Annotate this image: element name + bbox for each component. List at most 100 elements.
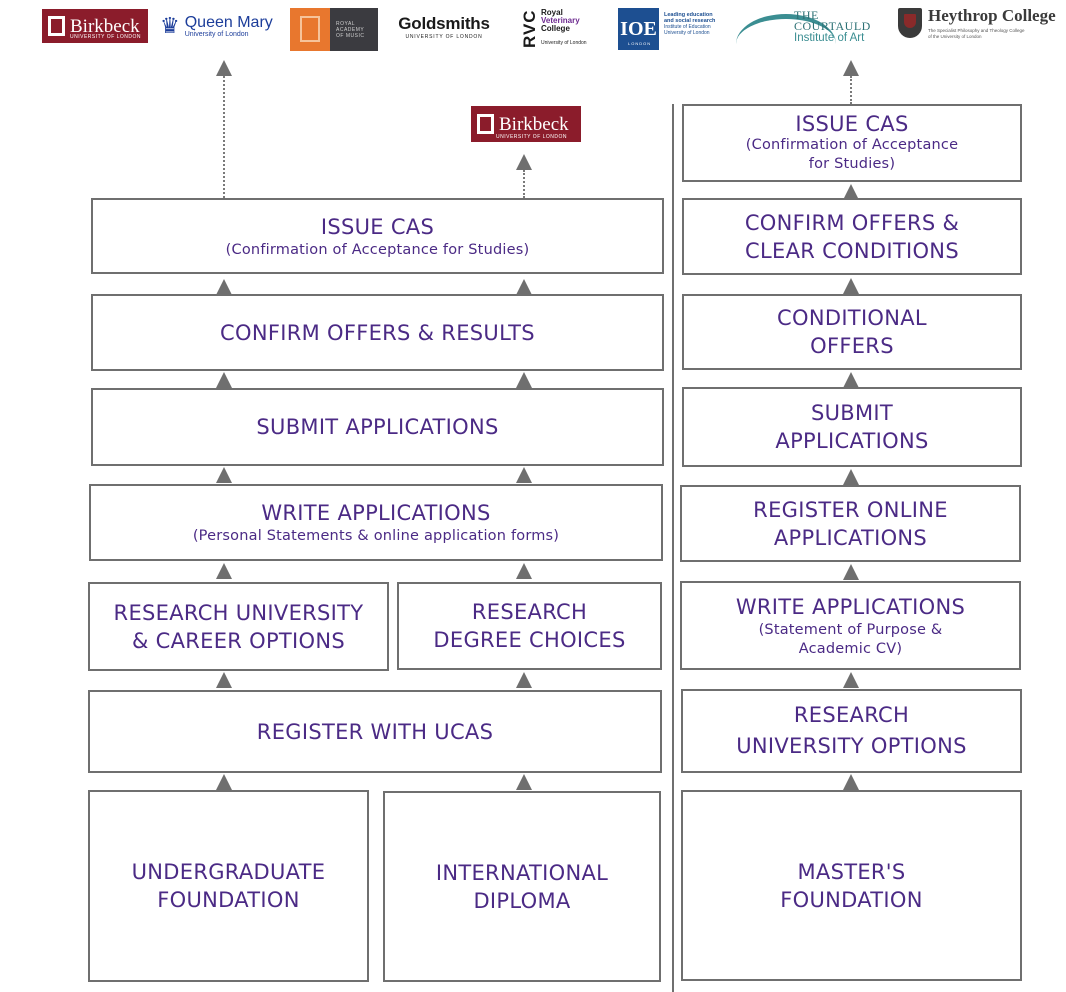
left-confirm-title: CONFIRM OFFERS & RESULTS [220, 320, 535, 345]
right-register-title: REGISTER ONLINE APPLICATIONS [753, 497, 948, 550]
heythrop-logo: Heythrop College The Specialist Philosop… [898, 6, 1066, 46]
birkbeck-logo: Birkbeck UNIVERSITY OF LONDON [42, 9, 148, 43]
right-confirm-box: CONFIRM OFFERS & CLEAR CONDITIONS [682, 198, 1022, 275]
right-write-box: WRITE APPLICATIONS (Statement of Purpose… [680, 581, 1021, 670]
left-intl-diploma-title: INTERNATIONAL DIPLOMA [435, 860, 609, 913]
right-research-box: RESEARCH UNIVERSITY OPTIONS [681, 689, 1022, 773]
arrow-up-icon [843, 372, 859, 388]
rvc-logo-line2: Veterinary [541, 16, 580, 25]
courtauld-arc-icon [736, 14, 836, 48]
arrow-up-icon [216, 672, 232, 688]
left-ug-foundation-title: UNDERGRADUATE FOUNDATION [131, 860, 326, 912]
left-write-box: WRITE APPLICATIONS (Personal Statements … [89, 484, 663, 561]
right-issue-cas-sub: (Confirmation of Acceptance for Studies) [745, 137, 959, 172]
right-confirm-title: CONFIRM OFFERS & CLEAR CONDITIONS [744, 210, 960, 263]
rvc-logo-line1: Royal [541, 8, 563, 17]
arrow-up-icon [843, 564, 859, 580]
arrow-up-icon [216, 563, 232, 579]
arrow-up-icon [516, 563, 532, 579]
left-research-degree-title: RESEARCH DEGREE CHOICES [433, 600, 626, 652]
left-research-uni-box: RESEARCH UNIVERSITY & CAREER OPTIONS [88, 582, 389, 671]
left-ug-foundation-box: UNDERGRADUATE FOUNDATION [88, 790, 369, 982]
courtauld-logo: THE COURTAULD Institute of Art [736, 8, 882, 48]
right-write-title: WRITE APPLICATIONS [735, 594, 966, 619]
rvc-logo-line3: College [541, 24, 570, 33]
courtauld-logo-line2: COURTAULD [794, 19, 871, 33]
right-masters-box: MASTER'S FOUNDATION [681, 790, 1022, 981]
dotted-connector [223, 76, 225, 198]
birkbeck-small-logo: Birkbeck UNIVERSITY OF LONDON [471, 106, 581, 142]
birkbeck-small-logo-sub: UNIVERSITY OF LONDON [496, 134, 568, 140]
dotted-connector [850, 76, 852, 104]
rvc-logo: RVC Royal Veterinary College University … [520, 4, 600, 50]
left-write-sub: (Personal Statements & online applicatio… [192, 528, 560, 544]
left-register-ucas-title: REGISTER WITH UCAS [256, 719, 494, 744]
birkbeck-logo-name: Birkbeck [70, 15, 140, 37]
arrow-up-icon [516, 467, 532, 483]
queen-mary-logo-name: Queen Mary [184, 13, 273, 31]
left-intl-diploma-box: INTERNATIONAL DIPLOMA [383, 791, 661, 982]
left-confirm-box: CONFIRM OFFERS & RESULTS [91, 294, 664, 371]
queen-mary-logo-sub: University of London [184, 30, 249, 38]
arrow-up-icon [516, 372, 532, 388]
ioe-logo-line5: LONDON [628, 41, 652, 46]
goldsmiths-logo-sub: UNIVERSITY OF LONDON [405, 34, 483, 40]
ioe-logo-line1: Leading education [664, 12, 713, 18]
rvc-logo-mark: RVC [520, 9, 539, 48]
arrow-up-icon [216, 60, 232, 76]
crown-icon: ♛ [160, 13, 180, 38]
arrow-up-icon [516, 279, 532, 295]
right-issue-cas-title: ISSUE CAS [795, 112, 909, 136]
goldsmiths-logo-name: Goldsmiths [398, 14, 490, 33]
right-submit-box: SUBMIT APPLICATIONS [682, 387, 1022, 467]
left-research-uni-title: RESEARCH UNIVERSITY & CAREER OPTIONS [113, 600, 364, 653]
arrow-up-icon [843, 469, 859, 485]
left-submit-title: SUBMIT APPLICATIONS [256, 415, 499, 439]
column-divider [672, 104, 674, 992]
right-conditional-box: CONDITIONAL OFFERS [682, 294, 1022, 370]
heythrop-logo-sub: The Specialist Philosophy and Theology C… [928, 28, 1025, 39]
right-research-title: RESEARCH UNIVERSITY OPTIONS [736, 703, 967, 758]
right-conditional-title: CONDITIONAL OFFERS [777, 306, 927, 358]
arrow-up-icon [516, 154, 532, 170]
left-register-ucas-box: REGISTER WITH UCAS [88, 690, 662, 773]
birkbeck-crest-icon [48, 16, 65, 36]
courtauld-logo-line3: Institute of Art [794, 32, 865, 44]
rvc-logo-sub: University of London [541, 40, 587, 46]
arrow-up-icon [843, 672, 859, 688]
ioe-logo: IOE Leading education and social researc… [618, 8, 718, 50]
arrow-up-icon [216, 372, 232, 388]
left-issue-cas-sub: (Confirmation of Acceptance for Studies) [225, 241, 530, 258]
birkbeck-logo-sub: UNIVERSITY OF LONDON [70, 34, 142, 40]
right-write-sub: (Statement of Purpose & Academic CV) [758, 621, 943, 657]
queen-mary-logo: ♛ Queen Mary University of London [160, 9, 282, 43]
ioe-logo-line4: University of London [664, 30, 710, 36]
arrow-up-icon [843, 278, 859, 294]
ioe-logo-line2: and social research [664, 18, 716, 24]
arrow-up-icon [216, 467, 232, 483]
ioe-logo-mark: IOE [620, 17, 657, 40]
dotted-connector [523, 170, 525, 198]
royal-academy-logo: ROYAL ACADEMY OF MUSIC [290, 8, 378, 51]
birkbeck-small-logo-name: Birkbeck [499, 113, 569, 135]
arrow-up-icon [516, 774, 532, 790]
arrow-up-icon [516, 672, 532, 688]
right-masters-title: MASTER'S FOUNDATION [780, 859, 923, 912]
arrow-up-icon [843, 184, 859, 200]
left-research-degree-box: RESEARCH DEGREE CHOICES [397, 582, 662, 670]
right-issue-cas-box: ISSUE CAS (Confirmation of Acceptance fo… [682, 104, 1022, 182]
royal-academy-crest-icon [300, 16, 320, 42]
courtauld-logo-line1: THE [794, 8, 819, 22]
arrow-up-icon [216, 279, 232, 295]
royal-academy-logo-text: ROYAL ACADEMY OF MUSIC [336, 21, 365, 39]
left-issue-cas-title: ISSUE CAS [320, 214, 435, 239]
arrow-up-icon [216, 774, 232, 790]
birkbeck-small-crest-icon [477, 114, 494, 134]
right-submit-title: SUBMIT APPLICATIONS [775, 401, 929, 453]
heythrop-shield-icon [898, 8, 922, 38]
left-issue-cas-box: ISSUE CAS (Confirmation of Acceptance fo… [91, 198, 664, 274]
goldsmiths-logo: Goldsmiths UNIVERSITY OF LONDON [388, 14, 500, 44]
ioe-logo-line3: Institute of Education [664, 24, 711, 30]
heythrop-logo-name: Heythrop College [928, 6, 1056, 25]
arrow-up-icon [843, 60, 859, 76]
